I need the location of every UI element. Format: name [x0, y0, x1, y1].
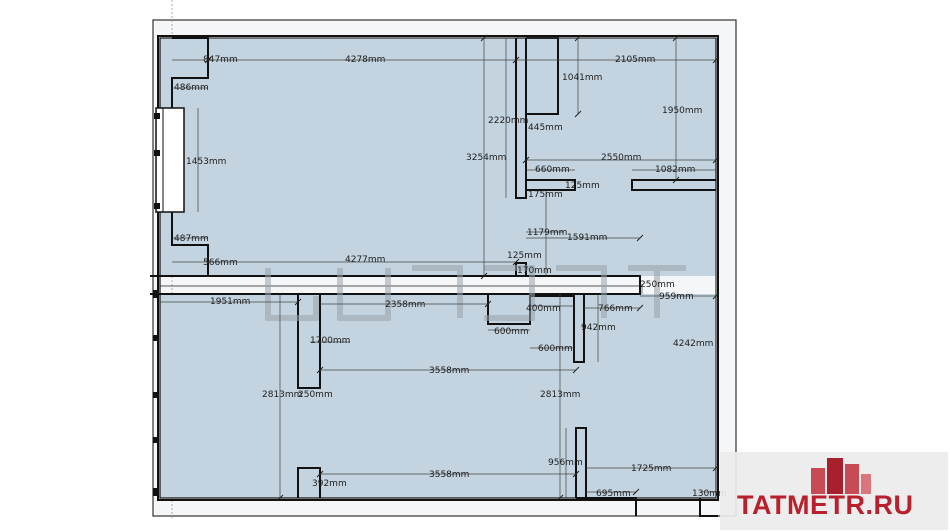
dim-1725: 1725mm: [631, 464, 671, 474]
dim-1453: 1453mm: [186, 157, 226, 167]
dim-4242: 4242mm: [673, 339, 713, 349]
dim-959: 959mm: [659, 292, 694, 302]
left-inner-wall: [297, 294, 321, 389]
door-mark-1: [153, 290, 158, 298]
dim-660: 660mm: [535, 165, 570, 175]
dim-600-b: 600mm: [538, 344, 573, 354]
door-step: [576, 497, 637, 516]
pilaster-bottom: [171, 212, 209, 275]
dim-170: 170mm: [517, 266, 552, 276]
dim-4278: 4278mm: [345, 55, 385, 65]
dim-1700: 1700mm: [310, 336, 350, 346]
window-hinge-mid: [154, 150, 160, 156]
dim-766: 766mm: [598, 304, 633, 314]
dim-3558-a: 3558mm: [429, 366, 469, 376]
window-hinge-top: [154, 113, 160, 119]
dim-1950: 1950mm: [662, 106, 702, 116]
stub-bottom-left: [297, 467, 321, 498]
vertical-wall-upper: [515, 38, 527, 199]
window-block: [155, 107, 185, 213]
dim-486: 486mm: [174, 83, 209, 93]
short-wall-upper: [526, 179, 576, 191]
dim-2220: 2220mm: [488, 116, 528, 126]
logo-text: TATMETR.RU: [737, 490, 914, 520]
dim-2105: 2105mm: [615, 55, 655, 65]
dim-2813-b: 2813mm: [540, 390, 580, 400]
door-mark-3: [153, 392, 158, 398]
dim-1591: 1591mm: [567, 233, 607, 243]
dim-600-a: 600mm: [494, 327, 529, 337]
dim-2813-a: 2813mm: [262, 390, 302, 400]
dimension-ticks: [204, 34, 720, 502]
dim-3558-b: 3558mm: [429, 470, 469, 480]
partition-right: [631, 179, 716, 191]
dim-3254: 3254mm: [466, 153, 506, 163]
dimension-labels: 847mm 4278mm 2105mm 1041mm 486mm 1950mm …: [174, 55, 727, 499]
dim-392: 392mm: [312, 479, 347, 489]
dim-4277: 4277mm: [345, 255, 385, 265]
tatmetr-logo: TATMETR.RU: [720, 452, 948, 530]
dim-566: 566mm: [203, 258, 238, 268]
dim-1041: 1041mm: [562, 73, 602, 83]
dim-130: 130mm: [692, 489, 727, 499]
dim-2550: 2550mm: [601, 153, 641, 163]
upper-room-fill: [160, 38, 716, 276]
dim-695: 695mm: [596, 489, 631, 499]
dim-125-a: 125mm: [565, 181, 600, 191]
dimension-lines: [160, 37, 717, 498]
corner-step: [699, 498, 718, 517]
dim-847: 847mm: [203, 55, 238, 65]
door-mark-2: [153, 335, 158, 341]
dim-487: 487mm: [174, 234, 209, 244]
dim-400: 400mm: [526, 304, 561, 314]
dim-445: 445mm: [528, 123, 563, 133]
dim-1179: 1179mm: [527, 228, 567, 238]
dim-125-b: 125mm: [507, 251, 542, 261]
dim-956: 956mm: [548, 458, 583, 468]
dim-942: 942mm: [581, 323, 616, 333]
building-icon: [811, 458, 871, 494]
dim-1082: 1082mm: [655, 165, 695, 175]
outer-wall: [157, 35, 719, 501]
dividing-wall: [150, 275, 641, 295]
dim-250: 250mm: [640, 280, 675, 290]
dim-2358: 2358mm: [385, 300, 425, 310]
dim-175: 175mm: [528, 190, 563, 200]
dim-250-b: 250mm: [298, 390, 333, 400]
lower-room-fill: [160, 294, 716, 498]
dim-1951: 1951mm: [210, 297, 250, 307]
stub-bottom-right: [575, 427, 587, 498]
window-hinge-bottom: [154, 203, 160, 209]
door-mark-4: [153, 437, 158, 443]
door-mark-5: [153, 488, 158, 496]
watermark-shapes: [265, 265, 686, 321]
